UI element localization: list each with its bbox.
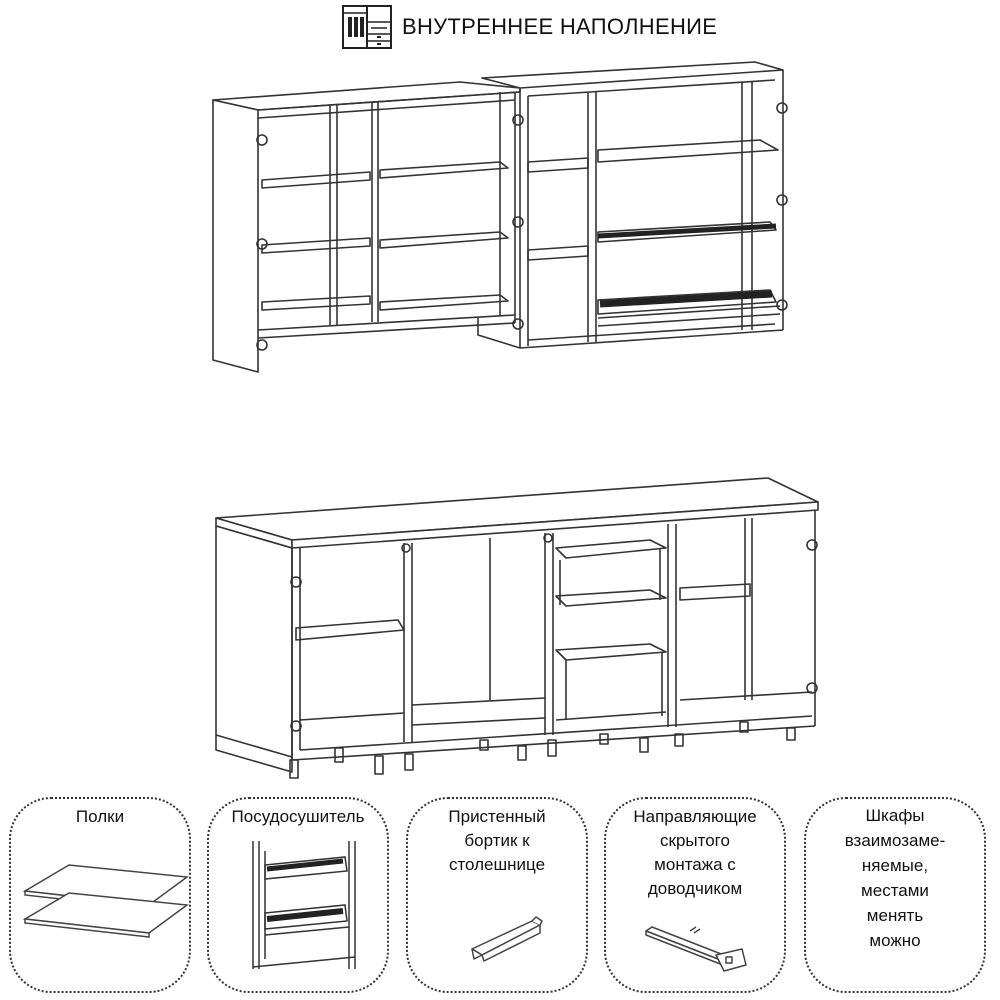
- base-cabinets: [215, 477, 819, 779]
- countertop-edge-icon: [471, 916, 543, 962]
- wardrobe-icon: [342, 5, 392, 49]
- dish-rack-upper: [597, 221, 777, 243]
- feature-card-drawer-slides: Направляющие скрытого монтажа с доводчик…: [604, 797, 786, 993]
- drawer-slide-icon: [645, 926, 747, 972]
- feature-label: Направляющие скрытого монтажа с доводчик…: [633, 807, 757, 898]
- shelves-icon: [22, 864, 189, 938]
- feature-label: Полки: [75, 807, 125, 826]
- feature-card-interchangeable: Шкафы взаимозаме- няемые, местами менять…: [804, 797, 986, 993]
- feature-label: Шкафы взаимозаме- няемые, местами менять…: [844, 806, 946, 950]
- page-header: ВНУТРЕННЕЕ НАПОЛНЕНИЕ: [340, 4, 717, 50]
- wall-cabinets: [212, 61, 788, 373]
- dish-rack-lower: [597, 289, 781, 327]
- feature-label: Посудосушитель: [231, 807, 365, 826]
- kitchen-cabinets-drawing: [212, 61, 819, 779]
- feature-card-shelves: Полки: [9, 797, 191, 993]
- feature-label: Пристенный бортик к столешнице: [448, 807, 546, 874]
- dish-rack-icon: [252, 841, 356, 969]
- feature-card-countertop-edge: Пристенный бортик к столешнице: [406, 797, 588, 993]
- page-title: ВНУТРЕННЕЕ НАПОЛНЕНИЕ: [402, 14, 718, 39]
- feature-card-dish-rack: Посудосушитель: [207, 797, 389, 993]
